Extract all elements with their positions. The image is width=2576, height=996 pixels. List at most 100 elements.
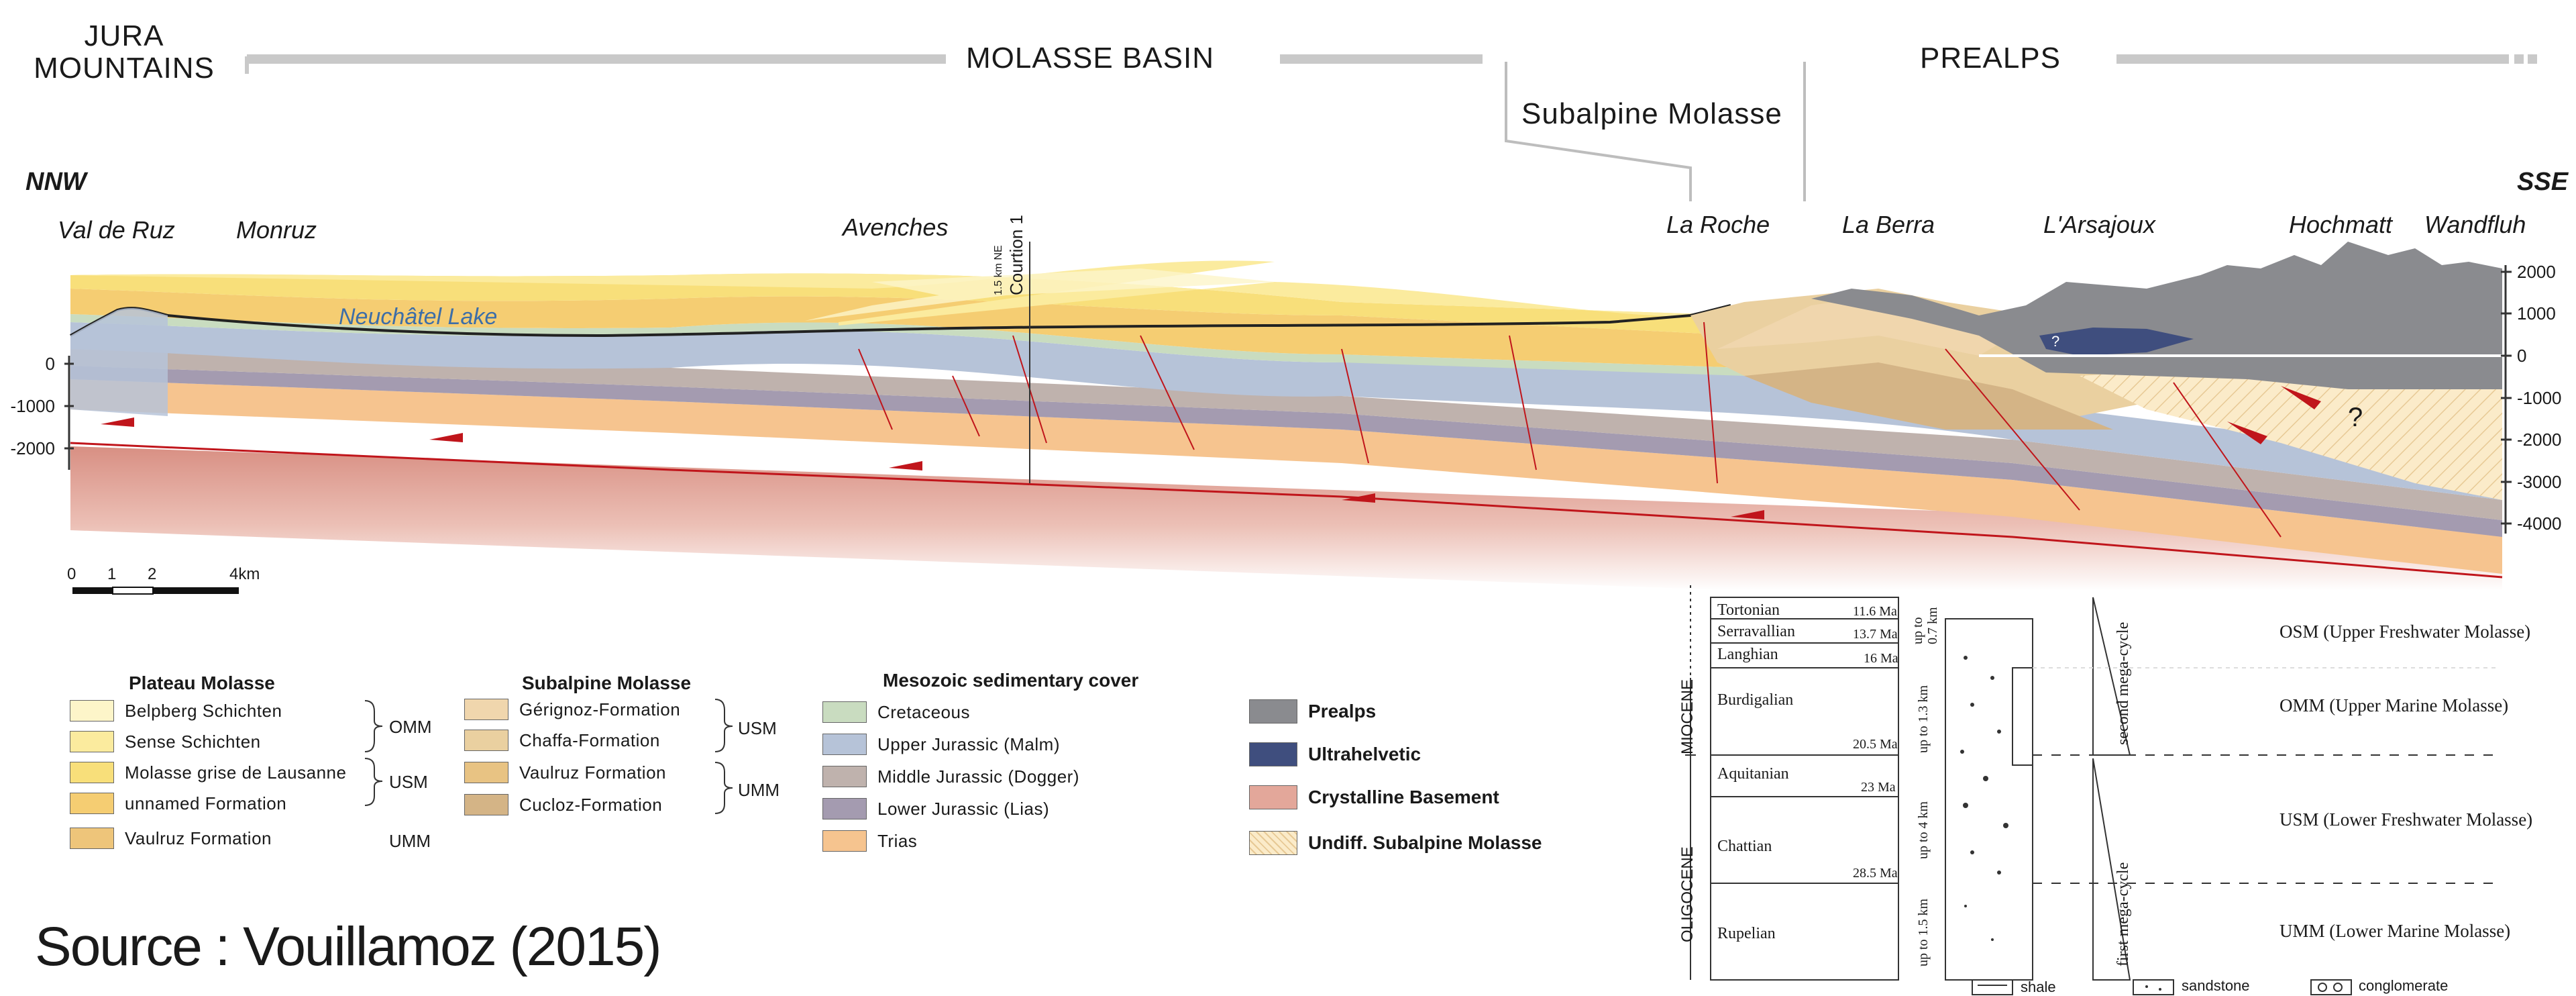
unit-usm: USM (Lower Freshwater Molasse) xyxy=(2279,809,2533,830)
legend-unnamed: unnamed Formation xyxy=(70,792,286,815)
strat-column-graphic xyxy=(1685,585,2496,995)
legend-lias: Lower Jurassic (Lias) xyxy=(822,797,1049,820)
location-val-de-ruz: Val de Ruz xyxy=(58,216,175,244)
legend-subalpine-group-usm: USM xyxy=(738,718,777,738)
age-23: 23 Ma xyxy=(1861,780,1896,795)
prealps-nappes xyxy=(1811,242,2502,389)
right-axis-tick-1000: 1000 xyxy=(2517,303,2556,323)
location-hochmatt: Hochmatt xyxy=(2289,211,2393,238)
lias-layer xyxy=(70,366,2502,537)
cretaceous-layer xyxy=(70,314,1744,376)
cycle-first: first mega-cycle xyxy=(2114,862,2132,966)
legend-vaulruz: Vaulruz Formation xyxy=(464,761,666,784)
legend-plateau-brackets xyxy=(364,700,383,806)
molasse-unnamed-formation xyxy=(70,289,1744,368)
legend-sense: Sense Schichten xyxy=(70,730,261,753)
location-la-berra: La Berra xyxy=(1842,211,1935,238)
well-courtion-note: 1.5 km NE xyxy=(993,245,1004,295)
location-monruz: Monruz xyxy=(236,216,317,244)
right-axis-tick-0: 0 xyxy=(2517,346,2527,366)
stage-aquitanian: Aquitanian xyxy=(1717,765,1789,783)
geological-cross-section xyxy=(64,242,2512,595)
legend-mesozoic-title: Mesozoic sedimentary cover xyxy=(883,670,1139,691)
stage-langhian: Langhian xyxy=(1717,646,1778,663)
direction-sse: SSE xyxy=(2517,168,2569,196)
legend-subalpine-group-umm: UMM xyxy=(738,780,780,800)
age-11-6: 11.6 Ma xyxy=(1853,604,1897,619)
legend-cucloz: Cucloz-Formation xyxy=(464,793,662,816)
location-wandfluh: Wandfluh xyxy=(2424,211,2526,238)
malm-layer xyxy=(70,322,2502,500)
region-subalpine-molasse: Subalpine Molasse xyxy=(1521,97,1782,130)
unit-omm: OMM (Upper Marine Molasse) xyxy=(2279,695,2509,715)
right-axis-tick-m2000: -2000 xyxy=(2517,430,2562,450)
stage-serravallian: Serravallian xyxy=(1717,623,1795,640)
trias-layer xyxy=(70,379,2502,574)
region-prealps: PREALPS xyxy=(1920,42,2061,74)
legend-subalpine-brackets xyxy=(714,699,733,814)
question-mark-undiff: ? xyxy=(2348,403,2363,432)
crystalline-basement xyxy=(70,446,2502,591)
thickness-umm: up to 1.5 km xyxy=(1916,898,1931,966)
lithology-conglomerate-label: conglomerate xyxy=(2359,977,2449,994)
undiff-subalpine-molasse xyxy=(2080,362,2502,500)
direction-nnw: NNW xyxy=(25,168,87,196)
right-axis-tick-2000: 2000 xyxy=(2517,262,2556,282)
unit-umm: UMM (Lower Marine Molasse) xyxy=(2279,921,2511,941)
right-axis-tick-m3000: -3000 xyxy=(2517,472,2562,492)
stage-chattian: Chattian xyxy=(1717,838,1772,855)
legend-molasse-grise: Molasse grise de Lausanne xyxy=(70,761,346,784)
thickness-omm: up to 1.3 km xyxy=(1916,685,1931,753)
legend-group-usm: USM xyxy=(389,772,428,792)
scale-label-4km: 4km xyxy=(229,565,260,583)
right-axis-tick-m4000: -4000 xyxy=(2517,513,2562,534)
age-16: 16 Ma xyxy=(1864,651,1898,666)
legend-belpberg: Belpberg Schichten xyxy=(70,699,282,722)
ultrahelvetic-unit xyxy=(2039,328,2194,356)
age-28-5: 28.5 Ma xyxy=(1853,866,1898,881)
cycle-second: second mega-cycle xyxy=(2114,621,2132,745)
stage-tortonian: Tortonian xyxy=(1717,601,1780,619)
legend-subalpine-title: Subalpine Molasse xyxy=(522,673,692,693)
left-axis-tick-2000: -2000 xyxy=(10,438,56,458)
left-axis-tick-0: 0 xyxy=(45,354,55,374)
legend-group-omm: OMM xyxy=(389,717,432,737)
scale-label-0: 0 xyxy=(67,565,76,583)
header-lines xyxy=(245,54,2537,201)
legend-prealps: Prealps xyxy=(1249,698,1376,725)
region-jura-mountains: JURA MOUNTAINS xyxy=(34,19,215,85)
legend-gerignoz: Gérignoz-Formation xyxy=(464,698,680,721)
right-axis-tick-m1000: -1000 xyxy=(2517,388,2562,408)
lithology-shale-label: shale xyxy=(2021,979,2056,995)
molasse-belpberg-schichten xyxy=(805,268,1275,321)
stage-burdigalian: Burdigalian xyxy=(1717,691,1794,709)
region-molasse-basin: MOLASSE BASIN xyxy=(966,42,1215,74)
well-courtion-label: Courtion 1 xyxy=(1006,215,1026,295)
source-citation: Source : Vouillamoz (2015) xyxy=(35,916,662,977)
legend-malm: Upper Jurassic (Malm) xyxy=(822,733,1060,756)
dogger-layer xyxy=(70,349,2502,520)
legend-trias: Trias xyxy=(822,830,917,852)
legend-group-umm: UMM xyxy=(389,831,431,851)
legend-plateau-title: Plateau Molasse xyxy=(129,673,275,693)
unit-osm: OSM (Upper Freshwater Molasse) xyxy=(2279,621,2531,642)
legend-ultrahelvetic: Ultrahelvetic xyxy=(1249,741,1421,768)
left-axis-tick-1000: -1000 xyxy=(10,396,56,416)
molasse-sense-schichten xyxy=(70,260,1744,326)
epoch-oligocene: OLIGOCENE xyxy=(1678,846,1697,942)
location-l-arsajoux: L'Arsajoux xyxy=(2043,211,2155,238)
scale-bar xyxy=(72,587,239,595)
question-mark-ultrahelvetic: ? xyxy=(2051,333,2060,350)
thrust-arrows xyxy=(101,386,2321,519)
faults xyxy=(858,321,2282,538)
lithology-sandstone-label: sandstone xyxy=(2182,977,2250,994)
legend-undiff-subalpine: Undiff. Subalpine Molasse xyxy=(1249,830,1542,856)
subalpine-molasse-cucloz xyxy=(1744,362,2113,430)
basal-thrust xyxy=(70,442,2503,579)
location-avenches: Avenches xyxy=(843,213,949,241)
thickness-osm: up to 0.7 km xyxy=(1911,607,1940,644)
stage-rupelian: Rupelian xyxy=(1717,925,1776,942)
thickness-usm: up to 4 km xyxy=(1916,801,1931,859)
molasse-grise-de-lausanne xyxy=(70,273,1744,336)
scale-label-1: 1 xyxy=(107,565,117,583)
